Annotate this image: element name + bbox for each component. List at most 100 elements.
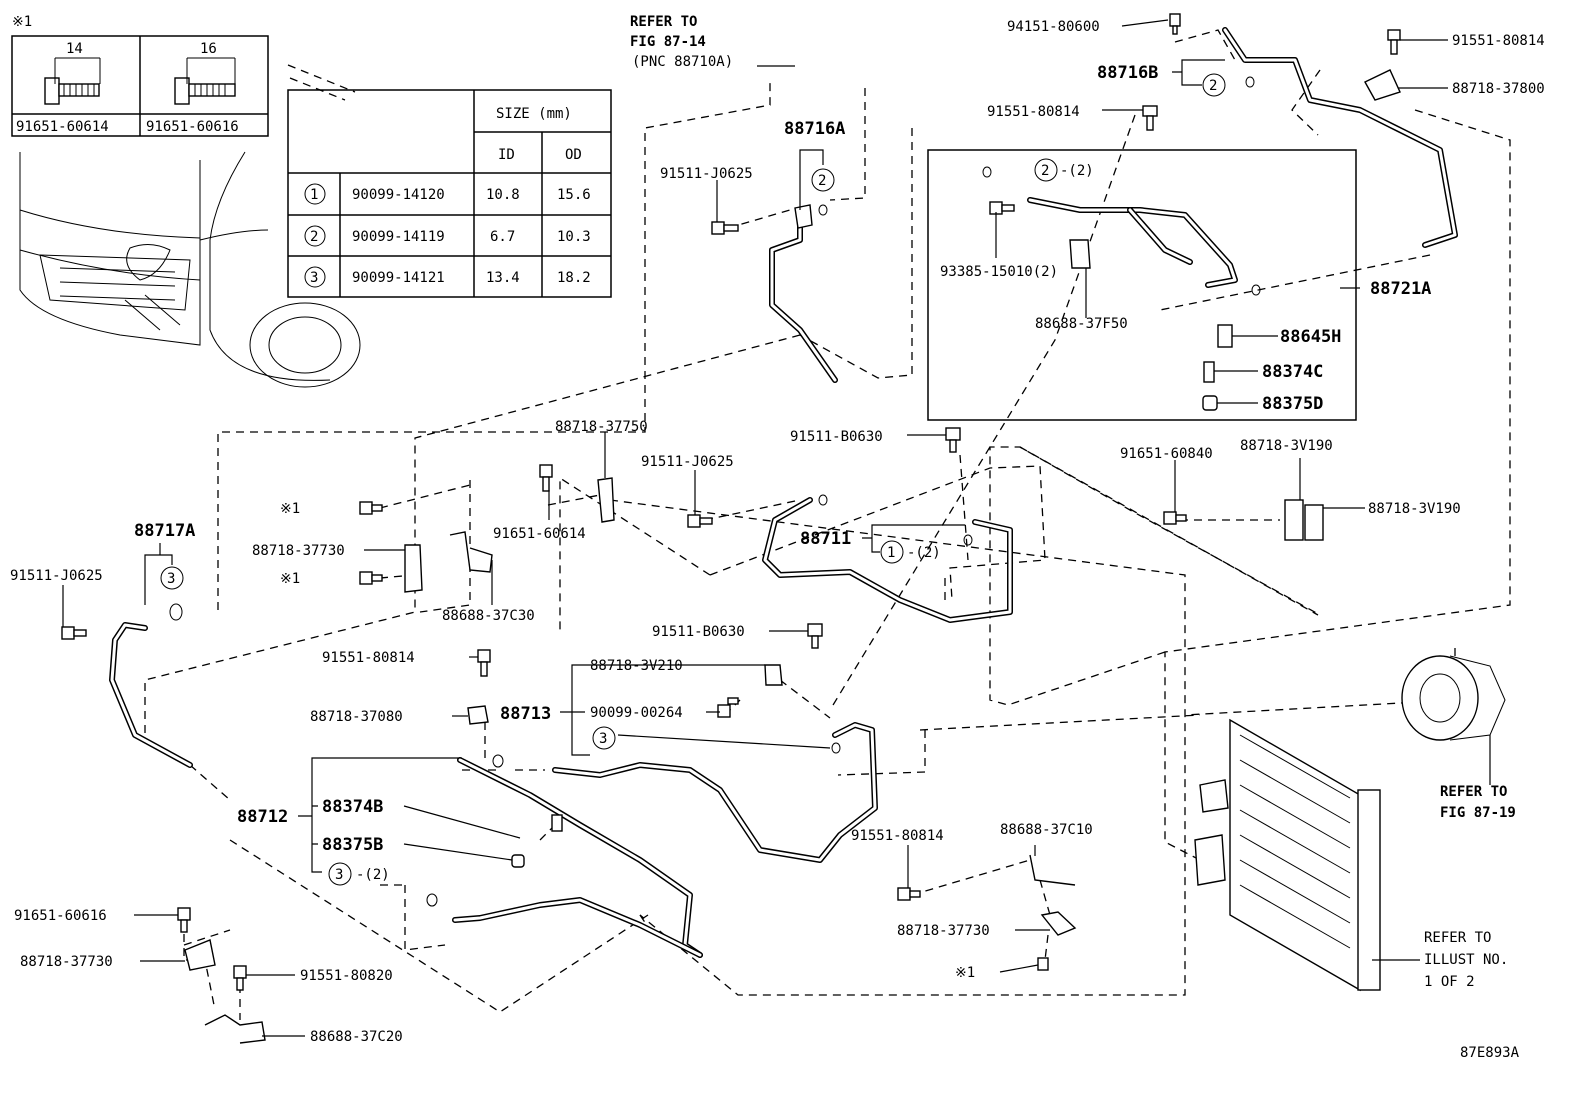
label-91551-80814-b: 91551-80814 [851, 828, 944, 844]
bolt-icon [1169, 13, 1181, 35]
ref-illust-line3: 1 OF 2 [1424, 974, 1475, 990]
ref-fig-87-14-line2: FIG 87-14 [630, 34, 706, 50]
label-88718-37750: 88718-37750 [555, 419, 648, 435]
ring-callouts: 2 2 2 -(2) 3 1 -(2) 3 3 -(2) [160, 73, 1261, 886]
footnote-ref: ※1 [280, 501, 300, 517]
bolt-icon [989, 201, 1015, 215]
size-table-row: 2 90099-14119 6.7 10.3 [304, 225, 591, 247]
bolt-icon [359, 571, 383, 585]
ref-fig-87-14-line1: REFER TO [630, 14, 697, 30]
bolt-icon [687, 514, 713, 528]
row-od: 10.3 [557, 229, 591, 245]
label-88688-37C20: 88688-37C20 [310, 1029, 403, 1045]
bolt-icon [177, 907, 191, 933]
bolt-icon [1037, 957, 1049, 971]
clamp-icon [764, 664, 783, 686]
bracket-icon [1029, 854, 1076, 886]
label-88716A: 88716A [784, 119, 845, 139]
valve-core-icon [1217, 324, 1233, 348]
size-table-od-header: OD [565, 147, 582, 163]
bolt-icon [897, 887, 921, 901]
bolt-icon [717, 697, 739, 718]
footnote-ref: ※1 [955, 965, 975, 981]
label-91651-60840: 91651-60840 [1120, 446, 1213, 462]
label-88718-37080: 88718-37080 [310, 709, 403, 725]
leader-lines [62, 19, 1491, 1037]
label-88374C: 88374C [1262, 362, 1323, 382]
row-od: 15.6 [557, 187, 591, 203]
svg-text:2: 2 [1209, 78, 1217, 94]
label-88718-3V210: 88718-3V210 [590, 658, 683, 674]
pipes-and-hoses [109, 27, 1458, 958]
hardware-parts [61, 13, 1401, 1044]
hose-size-table: SIZE (mm) ID OD 1 90099-14120 10.8 15.6 … [287, 89, 612, 298]
cap-icon [511, 854, 525, 868]
label-93385-15010: 93385-15010(2) [940, 264, 1058, 280]
vehicle-front-sketch [19, 64, 361, 388]
cap-icon [1202, 395, 1218, 411]
row-ref: 1 [310, 187, 318, 203]
row-id: 10.8 [486, 187, 520, 203]
svg-text:3: 3 [167, 571, 175, 587]
label-88688-37C30: 88688-37C30 [442, 608, 535, 624]
oring-icon [492, 754, 504, 768]
row-part: 90099-14120 [352, 187, 445, 203]
label-88718-3V190-b: 88718-3V190 [1368, 501, 1461, 517]
label-91651-60614: 91651-60614 [493, 526, 586, 542]
label-91511-J0625-mid: 91511-J0625 [641, 454, 734, 470]
ref-illust-line2: ILLUST NO. [1424, 952, 1508, 968]
ref-fig-87-14-line3: (PNC 88710A) [632, 54, 733, 70]
bolt-icon [807, 623, 823, 649]
oring-icon [426, 893, 438, 907]
clamp-icon [404, 544, 423, 593]
label-91511-B0630-mid: 91511-B0630 [652, 624, 745, 640]
row-od: 18.2 [557, 270, 591, 286]
fastener-1-part-number: 91651-60614 [16, 119, 109, 135]
label-91511-B0630-top: 91511-B0630 [790, 429, 883, 445]
part-labels: REFER TO FIG 87-14 (PNC 88710A) 94151-80… [10, 14, 1545, 1061]
bracket-icon [449, 531, 493, 573]
svg-text:2: 2 [1041, 163, 1049, 179]
label-88718-37730-b: 88718-37730 [897, 923, 990, 939]
label-88718-3V190-a: 88718-3V190 [1240, 438, 1333, 454]
bolt-icon [61, 626, 87, 640]
label-88688-37F50: 88688-37F50 [1035, 316, 1128, 332]
clamp-icon [1069, 239, 1091, 269]
bolt-icon [359, 501, 383, 515]
row-part: 90099-14121 [352, 270, 445, 286]
svg-text:3: 3 [335, 867, 343, 883]
label-88374B: 88374B [322, 797, 383, 817]
qty-label: -(2) [1060, 163, 1094, 179]
svg-text:2: 2 [818, 173, 826, 189]
clamp-icon [184, 939, 216, 971]
ref-fig-87-19-line1: REFER TO [1440, 784, 1507, 800]
bolt-icon [477, 649, 491, 677]
label-88712: 88712 [237, 807, 288, 827]
row-id: 13.4 [486, 270, 520, 286]
label-88718-37800: 88718-37800 [1452, 81, 1545, 97]
label-88375B: 88375B [322, 835, 383, 855]
oring-1-callout: 1 -(2) [880, 540, 941, 564]
label-88718-37730-c: 88718-37730 [20, 954, 113, 970]
label-88375D: 88375D [1262, 394, 1323, 414]
clamp-icon [1284, 499, 1324, 541]
bolt-icon [233, 965, 247, 991]
fastener-2-part-number: 91651-60616 [146, 119, 239, 135]
bolt-14-icon [44, 58, 101, 105]
row-id: 6.7 [490, 229, 515, 245]
qty-label: -(2) [907, 545, 941, 561]
label-91551-80820: 91551-80820 [300, 968, 393, 984]
bracket-icon [794, 204, 813, 229]
size-table-id-header: ID [498, 147, 515, 163]
assembly-88721A-frame [927, 149, 1357, 421]
svg-text:1: 1 [887, 545, 895, 561]
label-88711: 88711 [800, 529, 851, 549]
bolt-icon [711, 221, 739, 235]
condenser-icon [1194, 718, 1381, 992]
oring-2-callout: 2 -(2) [1034, 158, 1094, 182]
footnote-mark: ※1 [12, 14, 32, 30]
ref-illust-line1: REFER TO [1424, 930, 1491, 946]
size-table-header: SIZE (mm) [496, 106, 572, 122]
bolt-icon [539, 464, 553, 492]
row-ref: 3 [310, 270, 318, 286]
